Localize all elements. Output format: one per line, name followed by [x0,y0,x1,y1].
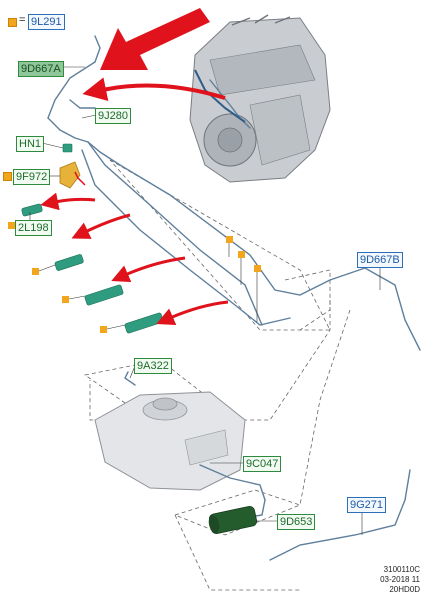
fuel-tank [94,391,246,491]
marker-9F972 [3,172,12,181]
callout-9F972[interactable]: 9F972 [13,169,51,185]
callout-9J280[interactable]: 9J280 [95,108,131,124]
engine-vapour-line [194,69,246,123]
diagram-reference-code: 3100110C 03-2018 11 20HD0D [340,565,420,595]
legend-equals: = [19,14,26,26]
purge-valve-9F972 [59,161,81,189]
legend-marker-square [8,18,17,27]
footer-line-1: 3100110C [383,565,420,574]
callout-9D653[interactable]: 9D653 [277,514,316,530]
callout-HN1[interactable]: HN1 [16,136,45,152]
pipes [47,35,421,561]
legend-code-9L291[interactable]: 9L291 [28,14,65,30]
red-arrows [40,8,229,326]
footer-line-3: 20HD0D [389,585,420,594]
footer-line-2: 03-2018 11 [380,575,420,584]
callout-2L198[interactable]: 2L198 [15,220,52,236]
callout-9D667B[interactable]: 9D667B [357,252,403,268]
callout-9D667A[interactable]: 9D667A [18,61,64,77]
carbon-canister-9D653 [208,505,258,535]
callout-9A322[interactable]: 9A322 [134,358,172,374]
callout-9G271[interactable]: 9G271 [347,497,387,513]
callout-9C047[interactable]: 9C047 [243,456,282,472]
orange-markers [8,222,261,333]
engine-block [189,14,331,183]
large-arrow-to-9D667A [100,8,210,70]
